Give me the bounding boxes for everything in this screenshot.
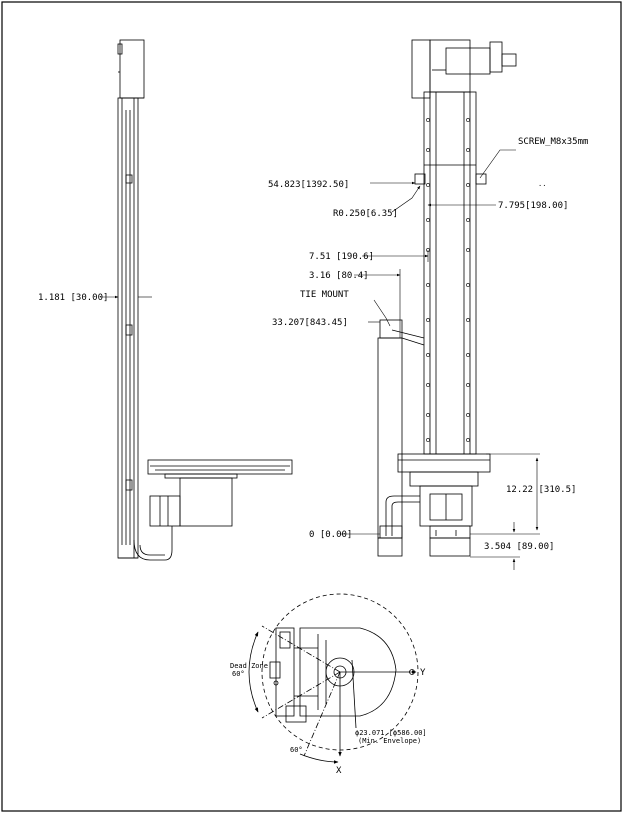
envelope-diameter: ϕ23.071 [ϕ586.00] xyxy=(355,729,427,737)
axis-y-label: Y xyxy=(420,668,426,678)
front-carriage xyxy=(397,453,491,473)
side-view xyxy=(117,39,293,561)
cable-carrier xyxy=(377,337,403,539)
dead-zone-angle: 60° xyxy=(232,670,245,678)
dead-zone-arc xyxy=(248,631,259,713)
radius-label: R0.250[6.35] xyxy=(333,209,398,219)
top-view xyxy=(248,593,419,764)
carriage-height-label: 12.22 [310.5] xyxy=(506,485,576,495)
side-width-label: 1.181 [30.00] xyxy=(38,293,108,303)
screw-leader xyxy=(479,149,516,179)
rail-holes xyxy=(426,118,470,442)
dots-mark: .. xyxy=(538,180,546,188)
top-height-label: 54.823[1392.50] xyxy=(268,180,349,190)
dead-zone-label: Dead Zone xyxy=(230,662,268,670)
offset-b-label: 3.16 [80.4] xyxy=(309,271,369,281)
side-column xyxy=(117,97,139,559)
side-width-dimension: 1.181 [30.00] xyxy=(38,293,152,303)
front-base xyxy=(429,537,471,557)
axis-x-label: X xyxy=(336,766,342,776)
front-view xyxy=(377,39,517,557)
base-zero-label: 0 [0.00] xyxy=(309,530,352,540)
tie-mount-label: TIE MOUNT xyxy=(300,290,349,300)
envelope-note: (Min. Envelope) xyxy=(358,737,421,745)
offset-a-label: 7.51 [190.6] xyxy=(309,252,374,262)
tie-height-label: 33.207[843.45] xyxy=(272,318,348,328)
side-arm xyxy=(147,459,293,475)
top-arm xyxy=(299,627,397,717)
angle-label: 60° xyxy=(290,746,303,754)
base-height-label: 3.504 [89.00] xyxy=(484,542,554,552)
screw-note: SCREW_M8x35mm xyxy=(518,137,588,147)
front-motor-mount xyxy=(411,39,431,99)
front-column xyxy=(423,91,477,455)
rail-offset-label: 7.795[198.00] xyxy=(498,201,568,211)
screw-right xyxy=(475,173,487,185)
side-motor xyxy=(119,39,145,99)
screw-left xyxy=(414,173,426,185)
front-dimensions xyxy=(340,149,540,570)
front-motor xyxy=(445,47,491,75)
side-base-unit xyxy=(179,477,233,527)
